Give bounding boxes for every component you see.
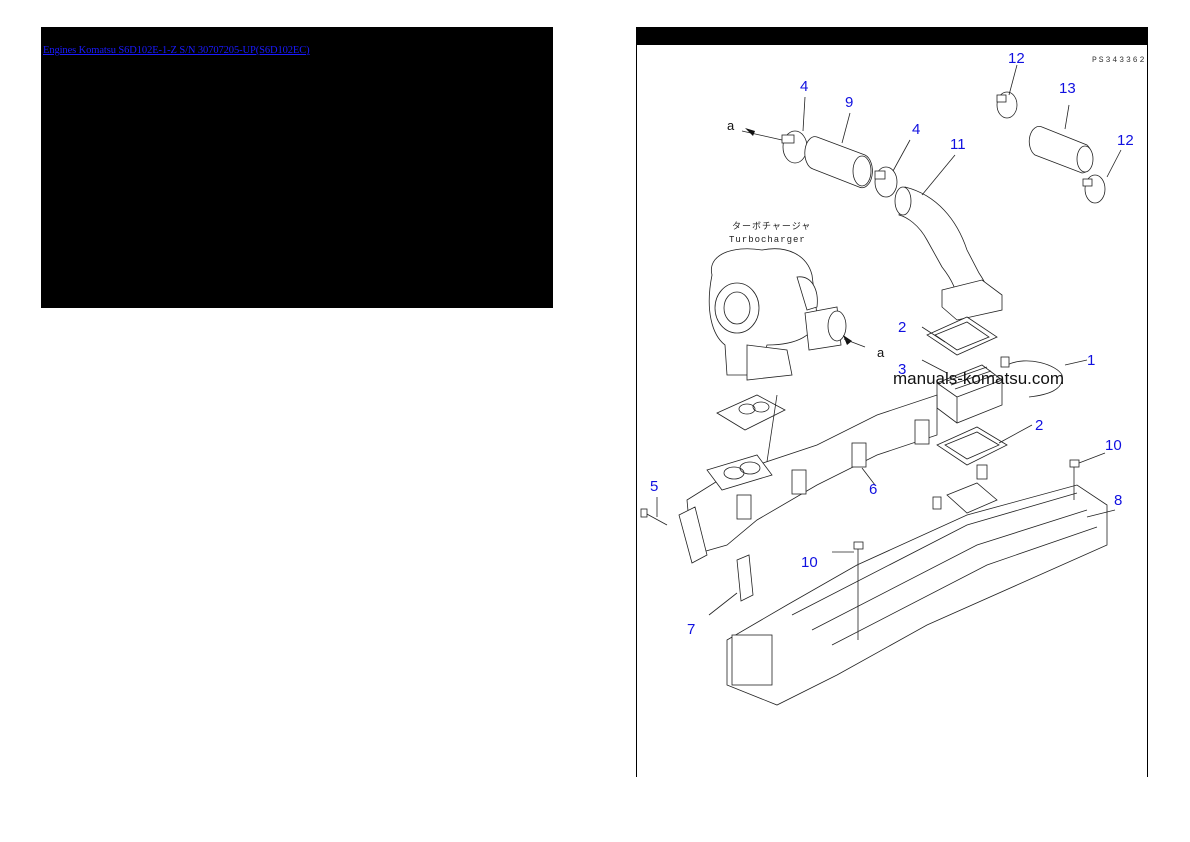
engines-komatsu-link[interactable]: Engines Komatsu <box>43 45 116 56</box>
arrow-label-a: a <box>727 118 735 133</box>
callout-5: 5 <box>650 478 658 495</box>
turbo-label-jp: ターボチャージャ <box>732 221 811 232</box>
callout-12: 12 <box>1008 50 1025 67</box>
breadcrumb: Engines Komatsu S6D102E-1-Z S/N 30707205… <box>43 45 310 56</box>
turbocharger: ターボチャージャ Turbocharger a <box>708 221 885 476</box>
title-panel: Engines Komatsu S6D102E-1-Z S/N 30707205… <box>41 27 553 308</box>
callout-9: 9 <box>845 94 853 111</box>
callout-10b: 10 <box>801 554 818 571</box>
callout-10: 10 <box>1105 437 1122 454</box>
callout-8: 8 <box>1114 492 1122 509</box>
gasket-7 <box>708 554 754 616</box>
parts-diagram-panel: PS343362 a <box>636 27 1148 777</box>
callout-13: 13 <box>1059 80 1076 97</box>
callout-4b: 4 <box>912 121 920 138</box>
callout-1: 1 <box>1087 352 1095 369</box>
exhaust-manifold-6 <box>678 394 938 564</box>
turbo-label-en: Turbocharger <box>729 235 806 245</box>
reference-code: PS343362 <box>1092 56 1146 65</box>
intake-manifold-8 <box>726 464 1108 706</box>
callout-12b: 12 <box>1117 132 1134 149</box>
callout-3: 3 <box>898 361 906 378</box>
parts-exploded-diagram: PS343362 a <box>640 50 1146 706</box>
bolt-5 <box>640 497 668 526</box>
callout-6: 6 <box>869 481 877 498</box>
callout-4: 4 <box>800 78 808 95</box>
hose-13-group <box>996 64 1122 204</box>
elbow-tube-11 <box>894 154 1003 321</box>
callout-2b: 2 <box>1035 417 1043 434</box>
arrow-icon <box>745 128 755 136</box>
arrow-label-a-2: a <box>877 345 885 360</box>
callout-7: 7 <box>687 621 695 638</box>
air-heater-group <box>921 316 1088 466</box>
clamp-screw <box>781 134 795 144</box>
callout-11: 11 <box>950 136 966 153</box>
model-serial-link[interactable]: S6D102E-1-Z S/N 30707205-UP(S6D102EC) <box>118 45 310 56</box>
watermark: manuals-komatsu.com <box>893 369 1064 388</box>
diagram-header-bar <box>637 27 1147 45</box>
callout-2: 2 <box>898 319 906 336</box>
bolts-10 <box>832 452 1116 640</box>
hose-9-group: a <box>727 96 911 198</box>
